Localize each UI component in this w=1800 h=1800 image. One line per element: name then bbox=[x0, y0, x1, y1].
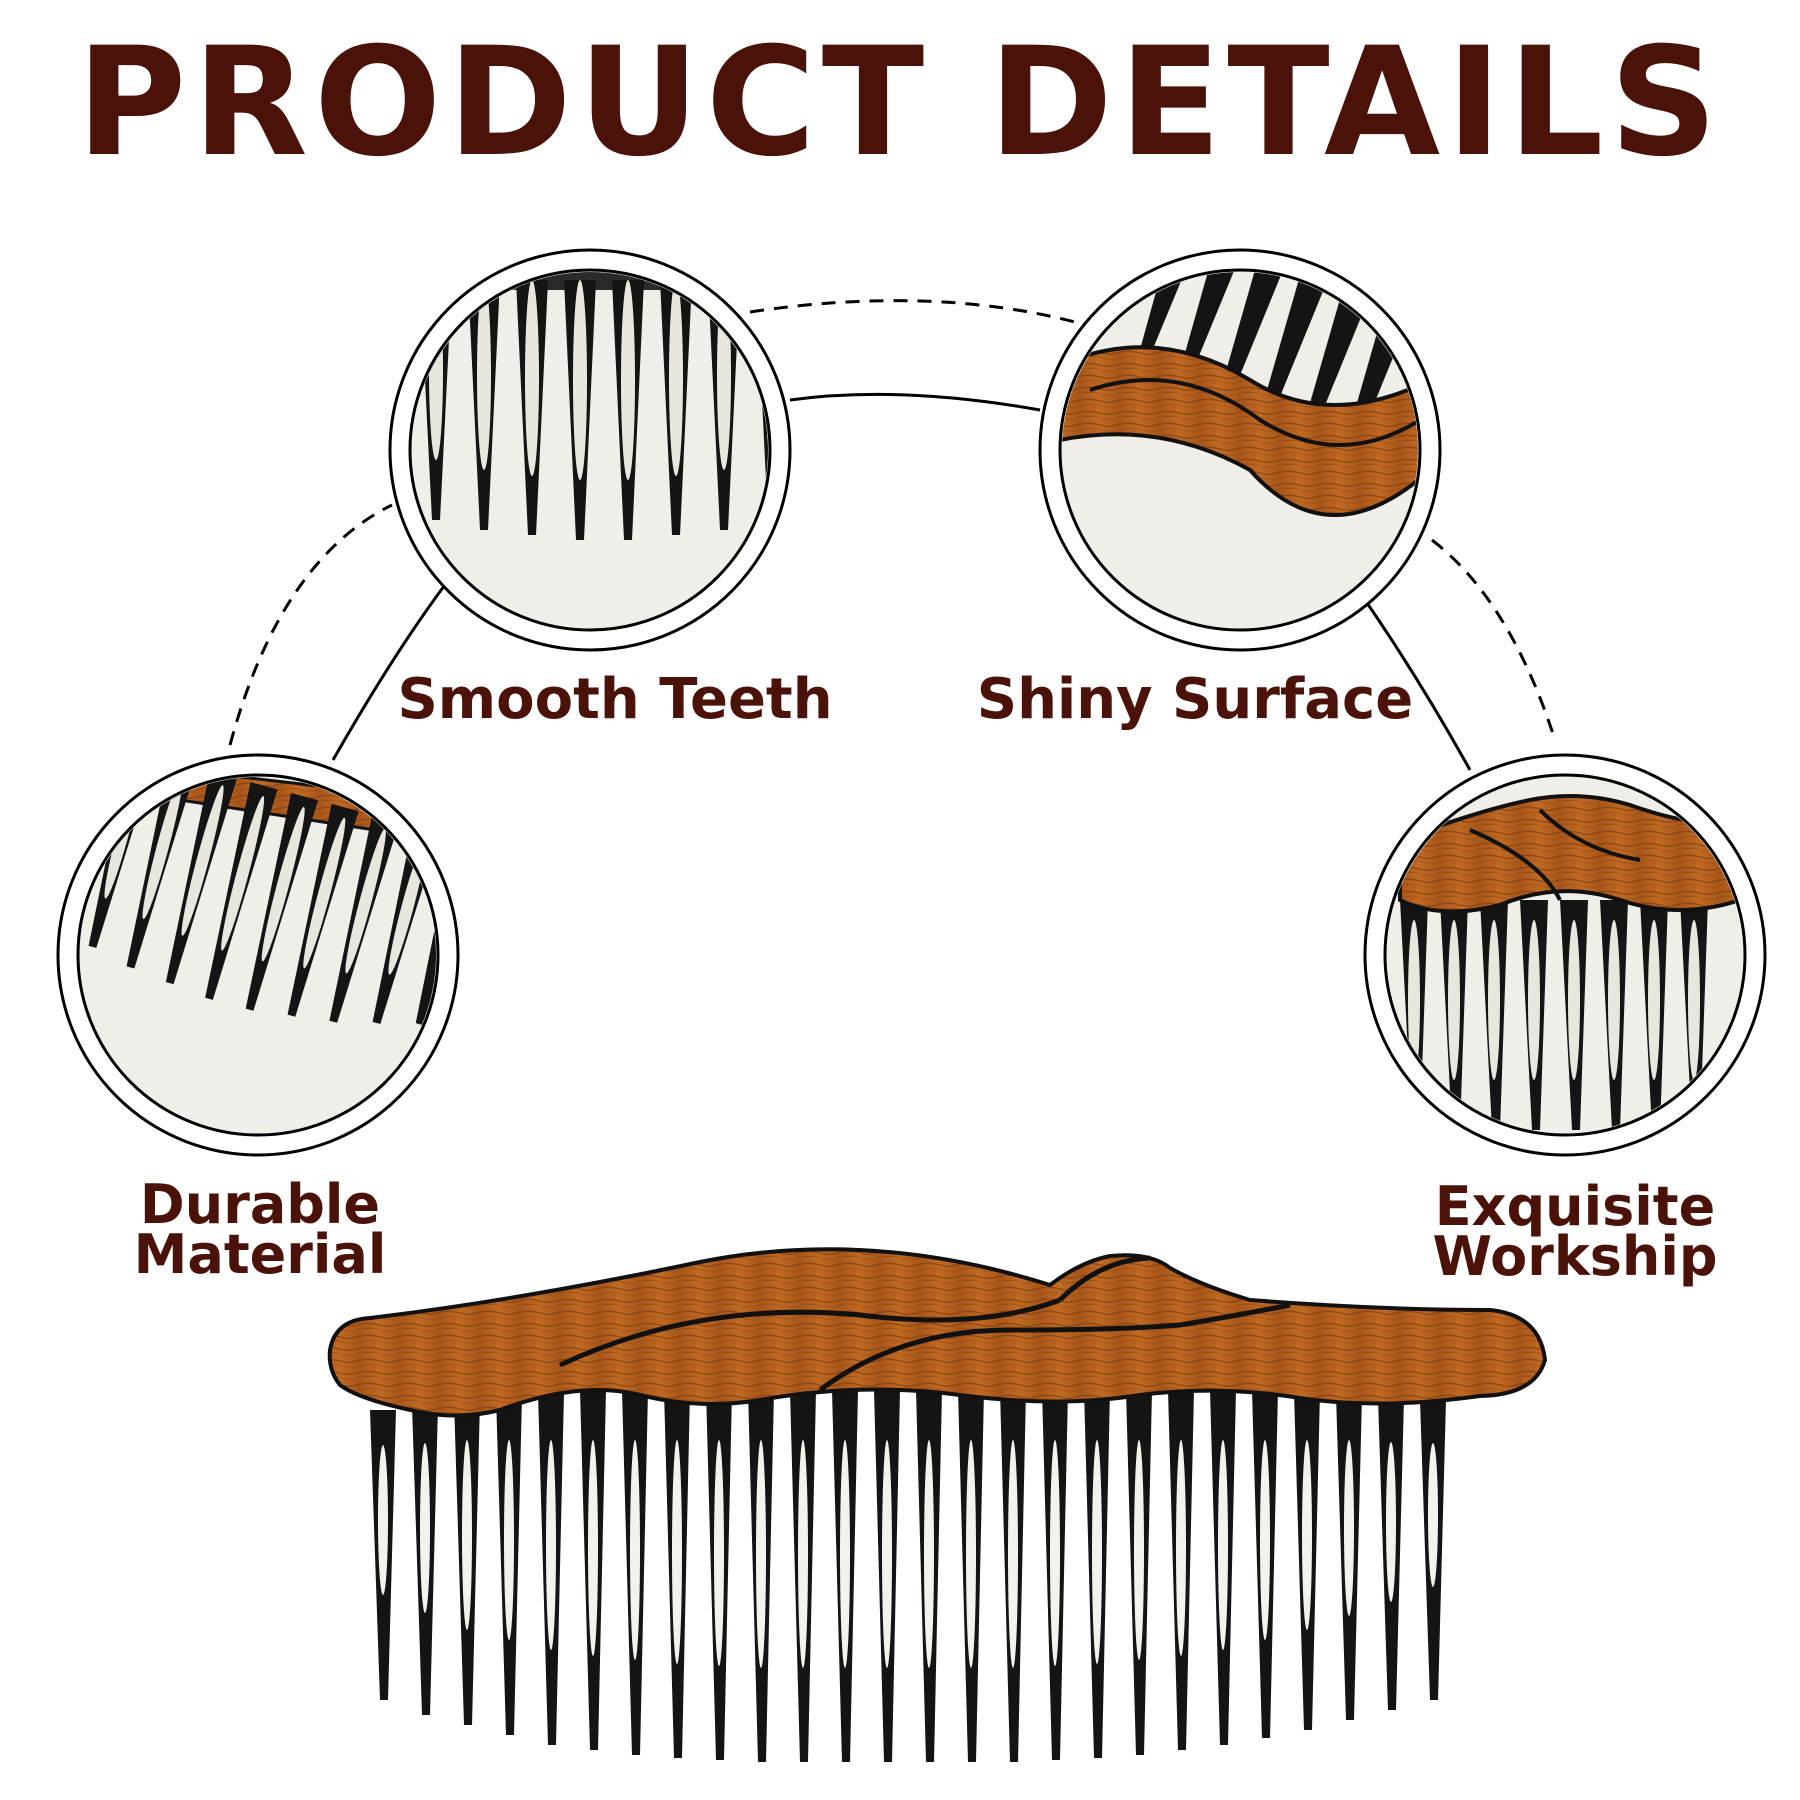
feature-label-smooth-teeth: Smooth Teeth bbox=[397, 667, 833, 732]
feature-label-exquisite-line2: Workship bbox=[1432, 1225, 1718, 1288]
hair-comb-image bbox=[327, 1247, 1548, 1762]
page-title: PRODUCT DETAILS bbox=[76, 16, 1724, 190]
detail-circle-teeth bbox=[388, 248, 792, 652]
detail-circle-surface bbox=[1038, 248, 1442, 652]
feature-label-shiny-surface: Shiny Surface bbox=[976, 667, 1414, 732]
feature-label-durable-line1: Durable bbox=[139, 1173, 381, 1236]
detail-circle-workship bbox=[1363, 753, 1767, 1157]
feature-label-durable-line2: Material bbox=[133, 1223, 387, 1286]
feature-label-exquisite-workship: Exquisite Workship bbox=[1400, 1175, 1750, 1288]
detail-circle-durable bbox=[56, 753, 460, 1157]
feature-label-exquisite-line1: Exquisite bbox=[1434, 1175, 1716, 1238]
feature-label-durable-material: Durable Material bbox=[100, 1173, 420, 1286]
